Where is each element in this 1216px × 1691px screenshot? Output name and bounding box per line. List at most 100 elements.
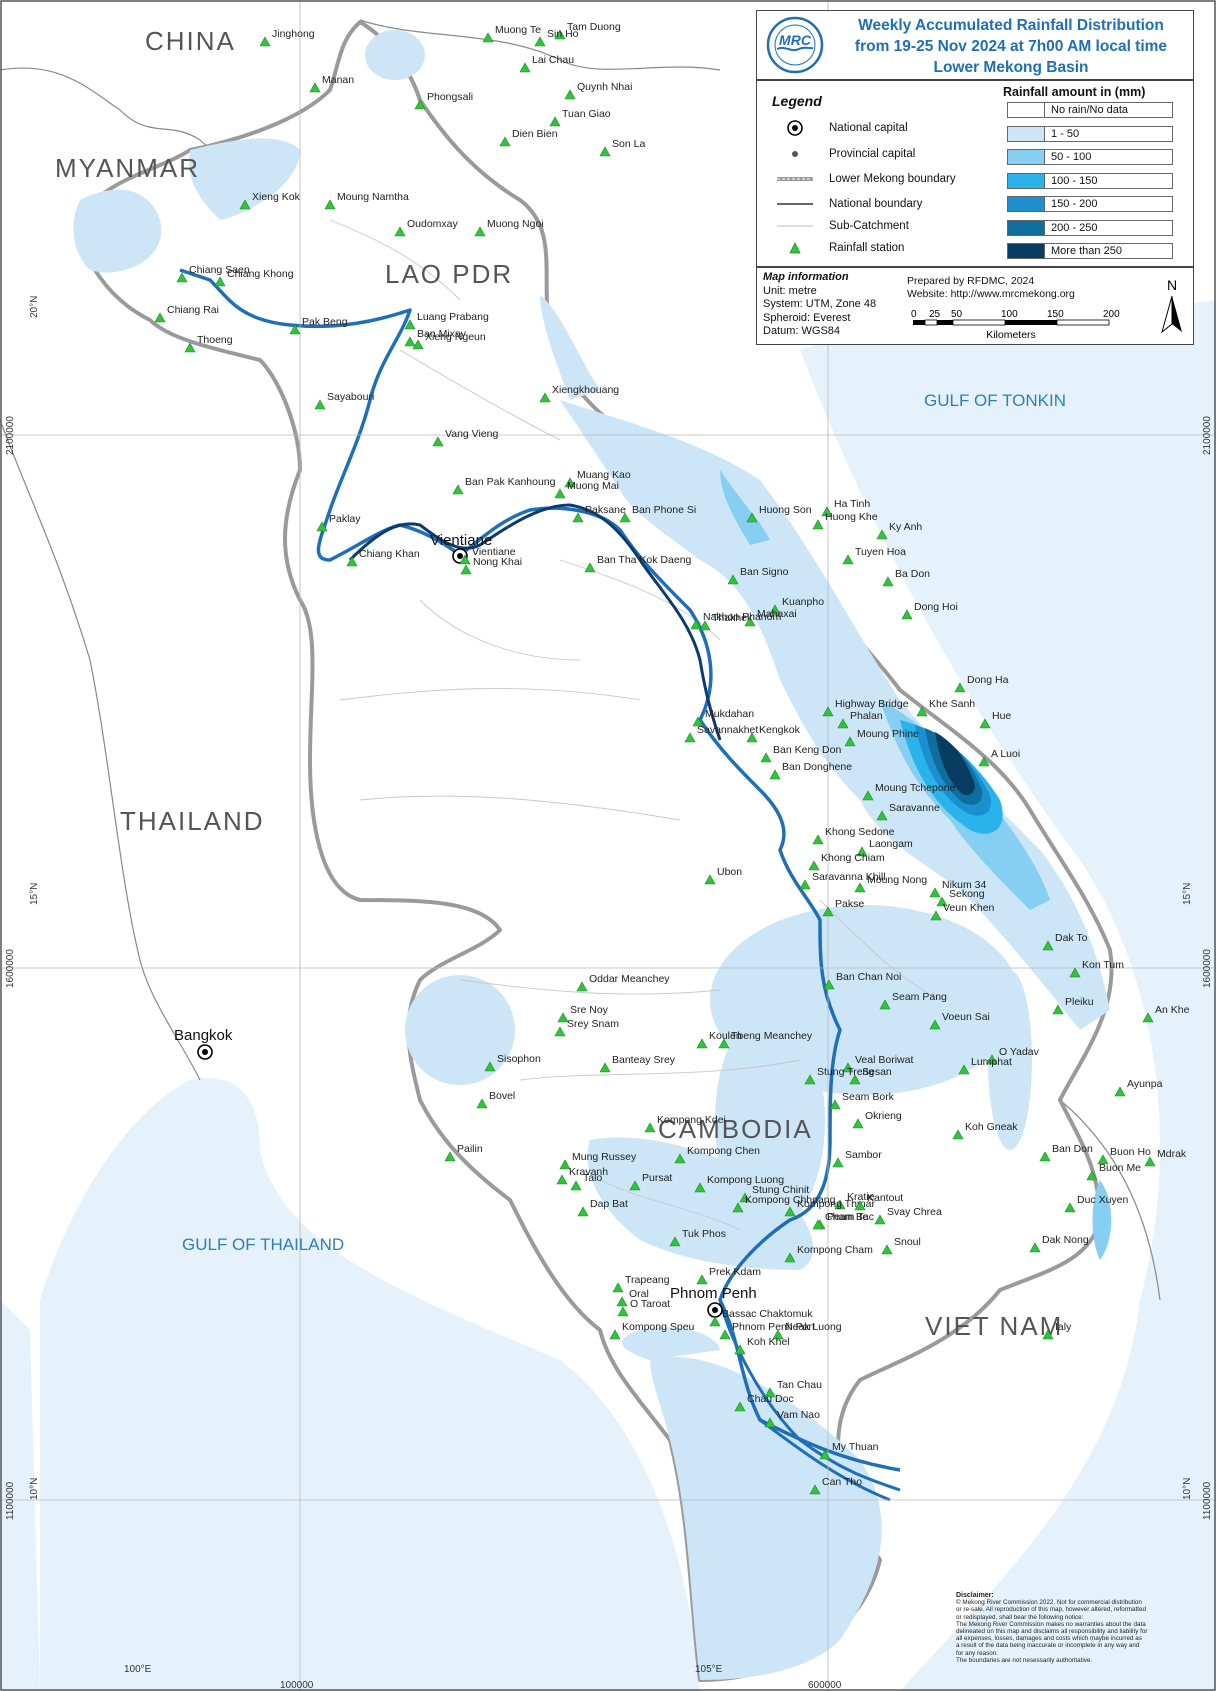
- legend-label: National boundary: [829, 198, 923, 210]
- rainfall-station-icon: [476, 1098, 488, 1109]
- station-label: Kompong Kdei: [657, 1114, 726, 1126]
- station-label: Kravanh: [569, 1166, 608, 1178]
- mekong-upper-lao: [348, 503, 722, 741]
- station-label: Ban Donghene: [782, 761, 852, 773]
- station-label: Ban Don: [1052, 1143, 1093, 1155]
- station-label: Voeun Sai: [942, 1011, 990, 1023]
- station-label: Kompong Luong: [707, 1174, 784, 1186]
- rainfall-station-icon: [460, 564, 472, 575]
- station-label: Son La: [612, 138, 645, 150]
- rainfall-station: Muong Ngoi: [474, 218, 544, 237]
- rainfall-station-icon: [978, 756, 990, 767]
- station-label: Thoeng: [197, 334, 233, 346]
- station-label: Veal Boriwat: [855, 1054, 913, 1066]
- station-label: Oddar Meanchey: [589, 973, 670, 985]
- rainfall-station: Sayabouri: [314, 391, 374, 410]
- rainfall-station: Bovel: [476, 1090, 515, 1109]
- disclaimer-line: The Mekong River Commission makes no war…: [956, 1620, 1146, 1628]
- rainfall-station-icon: [394, 226, 406, 237]
- rainfall-station-icon: [619, 512, 631, 523]
- rainfall-station: Tuan Giao: [549, 108, 611, 127]
- rainfall-station: Xiengkhouang: [539, 384, 619, 403]
- rainfall-station: Savannakhet: [684, 724, 758, 743]
- station-label: Kompong Speu: [622, 1321, 695, 1333]
- disclaimer: Disclaimer: © Mekong River Commission 20…: [956, 1592, 1194, 1664]
- rainfall-station-icon: [239, 199, 251, 210]
- rainfall-station: Ubon: [704, 866, 742, 885]
- rainfall-station-icon: [823, 979, 835, 990]
- rainfall-station-icon: [404, 336, 416, 347]
- rainfall-station-icon: [874, 1214, 886, 1225]
- station-label: Chau Doc: [747, 1393, 794, 1405]
- rainfall-station-icon: [734, 1401, 746, 1412]
- map-credits: Prepared by RFDMC, 2024 Website: http://…: [907, 275, 1075, 301]
- station-label: Pakse: [835, 898, 864, 910]
- station-label: Buon Me: [1099, 1162, 1141, 1174]
- station-label: Peam Te: [827, 1211, 868, 1223]
- rainfall-station-icon: [539, 392, 551, 403]
- rainfall-station: Koulen: [696, 1030, 742, 1049]
- rainfall-station: Okrieng: [852, 1110, 902, 1129]
- prepared-by: Prepared by RFDMC, 2024: [907, 275, 1035, 287]
- rainfall-class-label: 1 - 50: [1045, 125, 1173, 142]
- rainfall-station: O Taroat: [617, 1298, 670, 1317]
- station-label: Vang Vieng: [445, 428, 498, 440]
- rainfall-station: Mdrak: [1144, 1148, 1187, 1167]
- station-label: Chiang Khan: [359, 548, 420, 560]
- station-label: Bovel: [489, 1090, 515, 1102]
- rainfall-station-icon: [952, 1129, 964, 1140]
- station-label: Dap Bat: [590, 1198, 628, 1210]
- bassac-river: [718, 1299, 901, 1502]
- rainfall-station: Snoul: [881, 1236, 921, 1255]
- station-label: Highway Bridge: [835, 698, 909, 710]
- rainfall-station: Sesan: [849, 1066, 892, 1085]
- station-label: Lumphat: [971, 1056, 1012, 1068]
- rainfall-station: Kengkok: [746, 724, 801, 743]
- station-label: Dong Hoi: [914, 601, 958, 613]
- disclaimer-line: all expenses, losses, damages and costs …: [956, 1635, 1142, 1643]
- rainfall-station-icon: [704, 874, 716, 885]
- national-capital-icon: [767, 119, 823, 137]
- disclaimer-line: © Mekong River Commission 2022. Not for …: [956, 1599, 1142, 1607]
- station-label: Dak To: [1055, 932, 1088, 944]
- station-label: Ky Anh: [889, 521, 922, 533]
- rainfall-station: Muong Mai: [554, 480, 619, 499]
- title-line-3: Lower Mekong Basin: [933, 59, 1089, 76]
- disclaimer-title: Disclaimer:: [956, 1592, 994, 1599]
- rainfall-station: A Luoi: [978, 748, 1020, 767]
- station-label: Khong Chiam: [821, 852, 885, 864]
- station-label: Snoul: [894, 1236, 921, 1248]
- sea-label-tonkin: GULF OF TONKIN: [924, 391, 1066, 410]
- station-label: Ubon: [717, 866, 742, 878]
- rainfall-station: Srey Snam: [554, 1018, 619, 1037]
- station-label: Pursat: [642, 1172, 672, 1184]
- rainfall-station: Ban Keng Don: [760, 744, 841, 763]
- rainfall-class-label: 100 - 150: [1045, 172, 1173, 189]
- legend-label: Sub-Catchment: [829, 220, 909, 232]
- rainfall-station: Seam Bork: [829, 1091, 895, 1110]
- rainfall-station: Kantout: [854, 1192, 903, 1211]
- station-label: Nong Khai: [473, 556, 522, 568]
- capital-bangkok: Bangkok: [174, 1027, 233, 1060]
- title-line-2: from 19-25 Nov 2024 at 7h00 AM local tim…: [854, 38, 1168, 55]
- rainfall-station: Mung Russey: [559, 1151, 637, 1170]
- station-label: Luang Prabang: [417, 311, 489, 323]
- rainfall-class-row: More than 250: [1007, 242, 1173, 260]
- rainfall-station: Ban Mixay: [404, 328, 467, 347]
- lat-label-right: 15°N: [1182, 883, 1193, 905]
- station-label: Seam Pang: [892, 991, 947, 1003]
- rainfall-station-icon: [879, 999, 891, 1010]
- rainfall-station: Dong Hoi: [901, 601, 958, 620]
- map-info-unit: Unit: metre: [763, 284, 817, 297]
- station-label: Tan Chau: [777, 1379, 822, 1391]
- rainfall-class-swatch: [1007, 125, 1045, 142]
- rainfall-station: Ba Don: [882, 568, 930, 587]
- rainfall-station-icon: [154, 312, 166, 323]
- station-label: Kengkok: [759, 724, 801, 736]
- rainfall-station: Oral: [616, 1288, 649, 1307]
- rainfall-station: Dap Bat: [577, 1198, 628, 1217]
- rainfall-station-icon: [534, 36, 546, 47]
- northing-label: 2100000: [5, 416, 16, 455]
- station-label: Tbeng Meanchey: [731, 1030, 813, 1042]
- station-label: Kuanpho: [782, 596, 824, 608]
